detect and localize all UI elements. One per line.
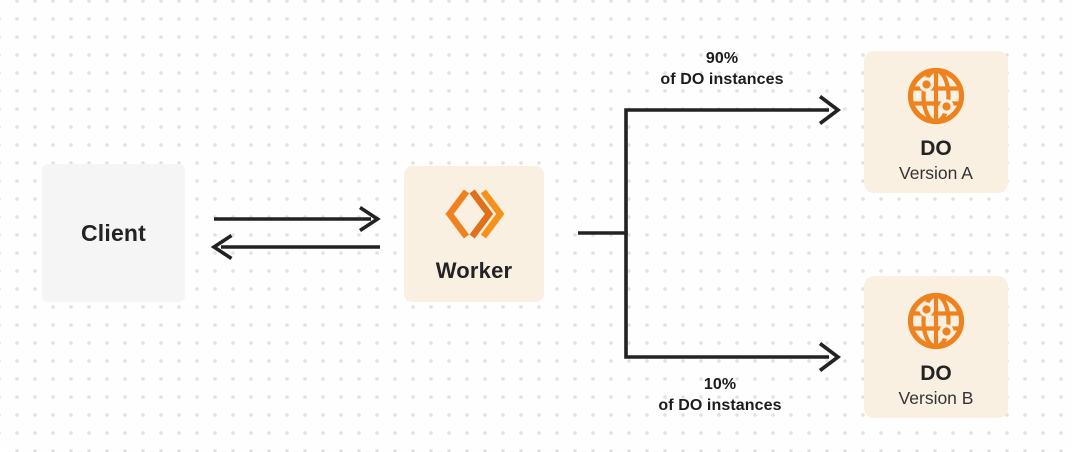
worker-node: Worker — [404, 166, 544, 302]
arrow-client-to-worker — [214, 205, 381, 233]
arrow-worker-to-client — [210, 233, 380, 261]
durable-object-globe-icon — [907, 292, 965, 350]
split-percent: 10% — [703, 376, 737, 393]
worker-node-label: Worker — [435, 257, 513, 283]
split-label-10-percent: 10% of DO instances — [610, 374, 830, 416]
client-node-label: Client — [80, 219, 147, 246]
do-version-b-node: DO Version B — [864, 276, 1008, 418]
do-version-b-subtitle: Version B — [898, 388, 974, 409]
do-version-a-node: DO Version A — [864, 51, 1008, 193]
split-percent: 90% — [705, 50, 739, 67]
do-version-a-title: DO — [920, 136, 952, 160]
do-version-a-subtitle: Version A — [899, 163, 973, 184]
arrow-fork-to-do-version-b — [624, 233, 841, 372]
do-version-b-title: DO — [920, 361, 952, 385]
split-caption: of DO instances — [660, 71, 784, 88]
split-caption: of DO instances — [658, 397, 782, 414]
arrow-fork-to-do-version-a — [624, 95, 841, 233]
client-node: Client — [42, 164, 185, 302]
durable-object-globe-icon — [907, 67, 965, 125]
split-label-90-percent: 90% of DO instances — [612, 48, 832, 90]
cloudflare-workers-logo-icon — [445, 188, 505, 239]
